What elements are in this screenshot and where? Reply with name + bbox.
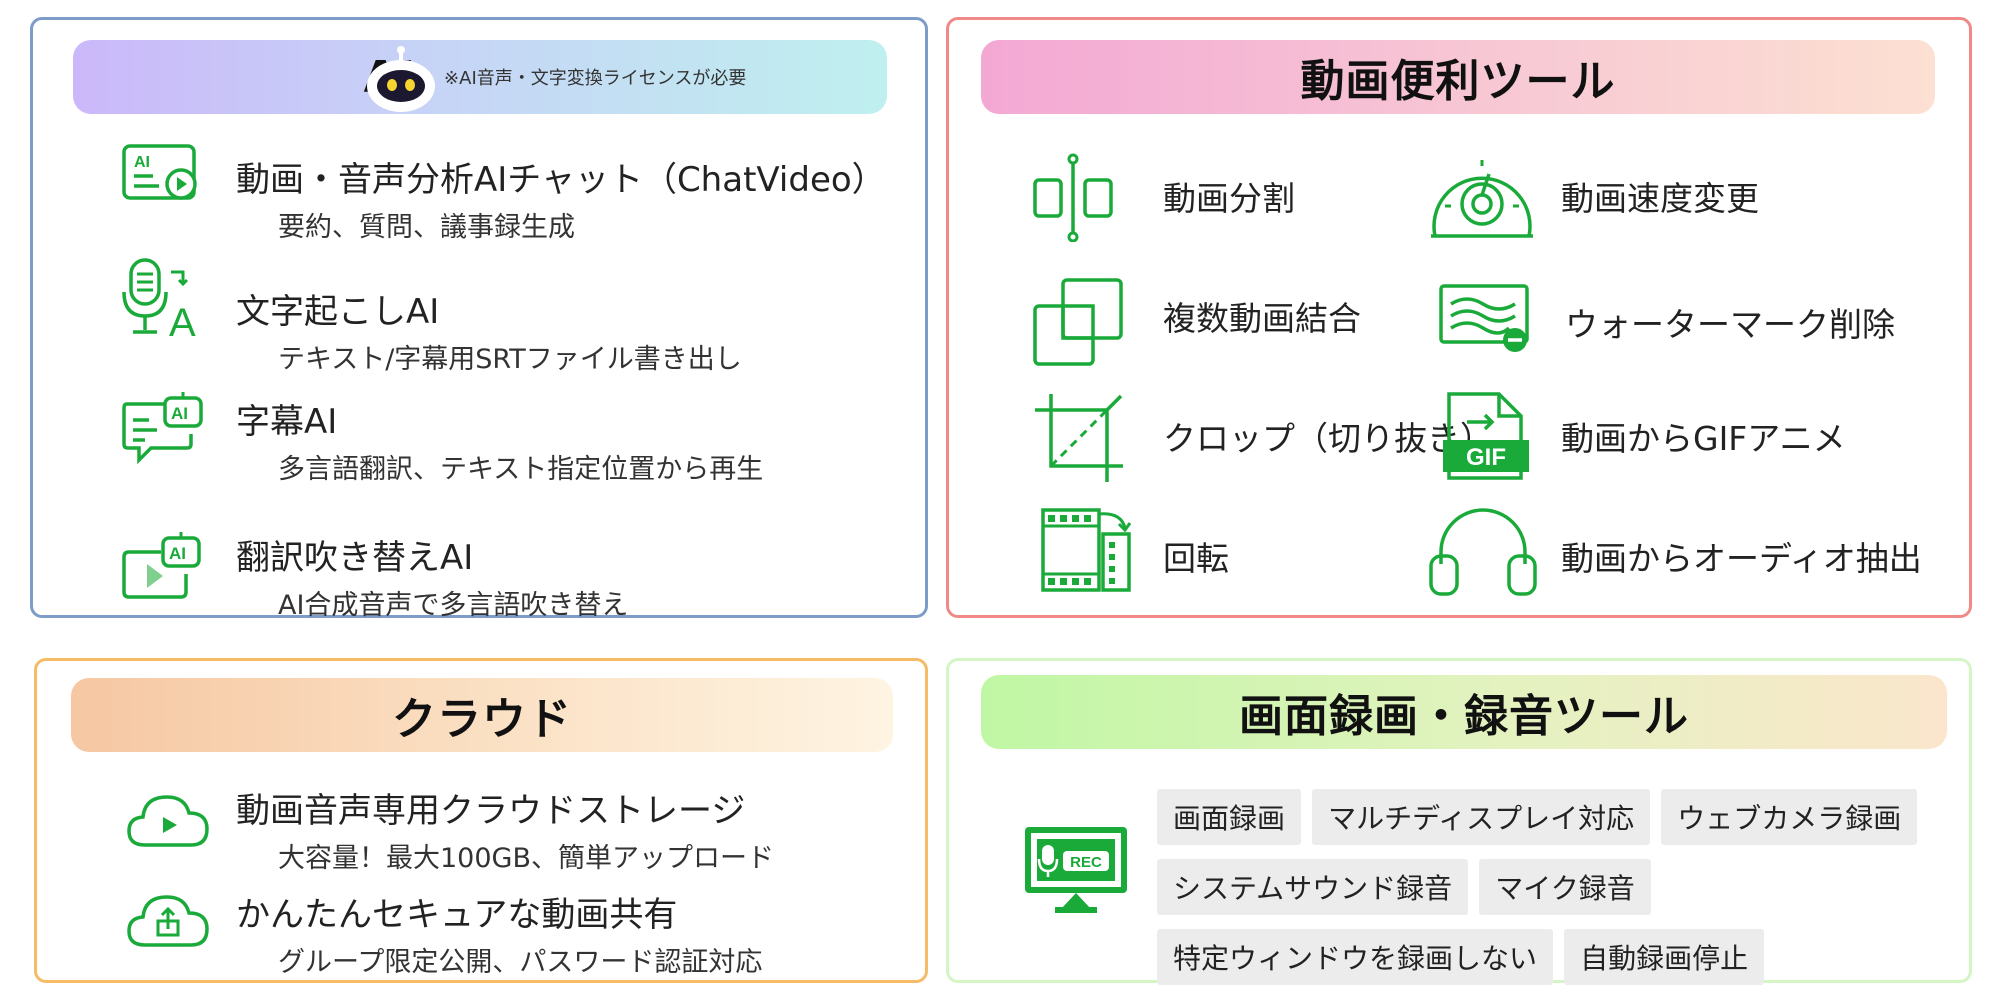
tool-label-audio: 動画からオーディオ抽出	[1561, 539, 1922, 578]
feature-tag: ウェブカメラ録画	[1661, 789, 1918, 845]
recording-title: 画面録画・録音ツール	[1239, 691, 1689, 742]
tools-panel: 動画便利ツール 動画分割 動画速度変更 複数動画結合 ウォーターマーク削除	[946, 17, 1972, 618]
ai-item-sub: 多言語翻訳、テキスト指定位置から再生	[278, 454, 764, 485]
feature-tag: 画面録画	[1157, 789, 1302, 845]
recording-feature-tags: 画面録画 マルチディスプレイ対応 ウェブカメラ録画 システムサウンド録音 マイク…	[1157, 789, 1957, 999]
ai-license-note: ※AI音声・文字変換ライセンスが必要	[444, 68, 747, 89]
ai-item-label: 字幕AI	[236, 402, 338, 442]
cloud-item-sub: 大容量！最大100GB、簡単アップロード	[278, 843, 774, 874]
ai-item-subtitle: 字幕AI 多言語翻訳、テキスト指定位置から再生	[236, 394, 763, 486]
watermark-remove-icon	[1439, 284, 1529, 352]
crop-icon	[1035, 394, 1123, 482]
tool-label-rotate: 回転	[1163, 539, 1229, 578]
microphone-transcribe-icon: A	[122, 258, 196, 342]
ai-item-sub: テキスト/字幕用SRTファイル書き出し	[278, 344, 742, 375]
ai-item-transcribe: 文字起こしAI テキスト/字幕用SRTファイル書き出し	[236, 284, 742, 376]
cloud-header: クラウド	[71, 678, 893, 752]
tool-label-merge: 複数動画結合	[1163, 299, 1361, 338]
feature-tag: 特定ウィンドウを録画しない	[1157, 929, 1554, 985]
ai-header: AI ※AI音声・文字変換ライセンスが必要	[73, 40, 887, 114]
ai-item-sub: 要約、質問、議事録生成	[278, 212, 575, 243]
svg-text:AI: AI	[171, 404, 188, 423]
ai-item-chatvideo: 動画・音声分析AIチャット（ChatVideo） 要約、質問、議事録生成	[236, 152, 886, 244]
rotate-film-icon	[1041, 508, 1132, 592]
robot-mascot-icon	[367, 46, 435, 112]
feature-tag: マルチディスプレイ対応	[1312, 789, 1651, 845]
rec-text: REC	[1070, 854, 1102, 871]
merge-icon	[1033, 278, 1123, 366]
ai-panel: AI ※AI音声・文字変換ライセンスが必要 AI 動画・音声分析AIチャット（C…	[30, 17, 928, 621]
cloud-item-storage: 動画音声専用クラウドストレージ 大容量！最大100GB、簡単アップロード	[236, 783, 774, 875]
tool-label-watermark: ウォーターマーク削除	[1565, 305, 1895, 344]
cloud-title: クラウド	[392, 694, 572, 745]
svg-text:A: A	[169, 301, 196, 342]
tool-label-gif: 動画からGIFアニメ	[1561, 419, 1846, 458]
feature-tag: マイク録音	[1479, 859, 1651, 915]
recording-panel: 画面録画・録音ツール REC 画面録画 マルチディスプレイ対応 ウェブカメラ録画…	[946, 658, 1972, 985]
tool-label-split: 動画分割	[1163, 179, 1295, 218]
rec-monitor-icon: REC	[1025, 827, 1127, 913]
headphones-icon	[1429, 508, 1537, 596]
cloud-item-label: かんたんセキュアな動画共有	[236, 895, 678, 935]
feature-tag: システムサウンド録音	[1157, 859, 1469, 915]
cloud-panel: クラウド 動画音声専用クラウドストレージ 大容量！最大100GB、簡単アップロー…	[34, 658, 928, 983]
cloud-play-icon	[127, 795, 209, 847]
cloud-item-label: 動画音声専用クラウドストレージ	[236, 791, 746, 831]
split-icon	[1033, 153, 1113, 242]
svg-text:AI: AI	[169, 544, 186, 563]
gif-file-icon: GIF	[1443, 392, 1529, 480]
ai-dubbing-icon: AI	[122, 532, 201, 599]
cloud-item-sub: グループ限定公開、パスワード認証対応	[278, 947, 763, 978]
tools-title: 動画便利ツール	[1300, 56, 1616, 107]
ai-video-chat-icon: AI	[122, 144, 197, 200]
gif-text: GIF	[1466, 444, 1506, 471]
svg-text:AI: AI	[134, 154, 150, 171]
feature-tag: 自動録画停止	[1564, 929, 1765, 985]
tool-label-speed: 動画速度変更	[1561, 179, 1759, 218]
speed-gauge-icon	[1431, 160, 1533, 238]
ai-item-label: 文字起こしAI	[236, 292, 440, 332]
ai-item-label: 翻訳吹き替えAI	[236, 538, 474, 578]
tools-header: 動画便利ツール	[981, 40, 1935, 114]
ai-item-label: 動画・音声分析AIチャット（ChatVideo）	[236, 160, 886, 200]
recording-header: 画面録画・録音ツール	[981, 675, 1947, 749]
ai-item-dubbing: 翻訳吹き替えAI AI合成音声で多言語吹き替え	[236, 530, 628, 622]
tool-label-crop: クロップ（切り抜き）	[1163, 419, 1493, 458]
cloud-upload-icon	[127, 895, 209, 947]
cloud-item-share: かんたんセキュアな動画共有 グループ限定公開、パスワード認証対応	[236, 887, 762, 979]
ai-subtitle-chat-icon: AI	[122, 392, 203, 465]
ai-item-sub: AI合成音声で多言語吹き替え	[278, 590, 629, 621]
